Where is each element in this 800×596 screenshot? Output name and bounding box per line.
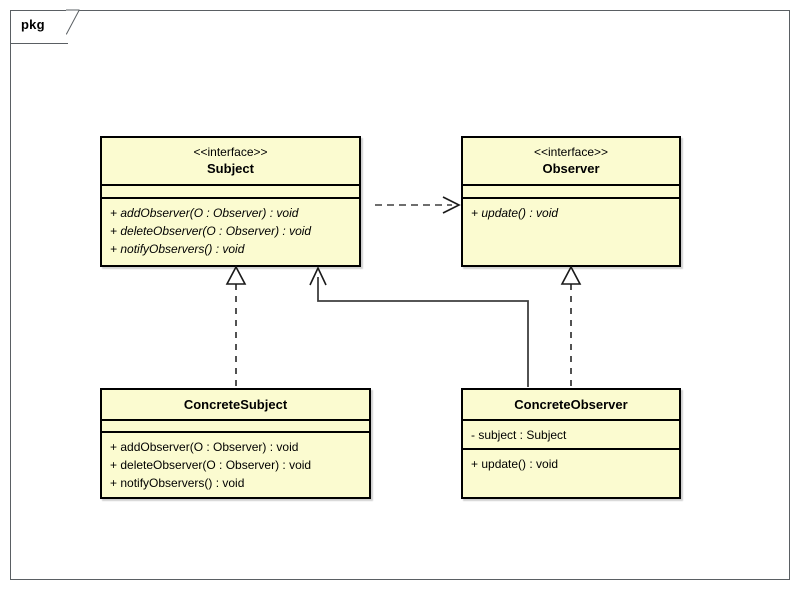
class-box-concrete-subject[interactable]: ConcreteSubject + addObserver(O : Observ… — [100, 388, 371, 499]
class-operation: + update() : void — [471, 206, 559, 220]
class-operation: + addObserver(O : Observer) : void — [110, 206, 299, 220]
class-operations-compartment-observer: + update() : void — [463, 197, 679, 265]
class-operation: + notifyObservers() : void — [110, 242, 245, 256]
class-attributes-compartment-concrete-subject — [102, 419, 369, 431]
class-stereotype-subject: <<interface>> — [193, 145, 268, 159]
class-name-compartment-observer: <<interface>> Observer — [463, 138, 679, 184]
class-operations-compartment-subject: + addObserver(O : Observer) : void + del… — [102, 197, 359, 265]
class-title-subject: Subject — [207, 161, 254, 176]
class-attributes-compartment-observer — [463, 184, 679, 197]
class-title-observer: Observer — [542, 161, 600, 176]
class-operation: + notifyObservers() : void — [110, 476, 245, 490]
class-title-concrete-observer: ConcreteObserver — [514, 397, 628, 412]
class-attributes-compartment-subject — [102, 184, 359, 197]
package-label: pkg — [21, 17, 45, 32]
class-operation: + update() : void — [471, 457, 559, 471]
class-stereotype-observer: <<interface>> — [533, 145, 609, 159]
class-operation: + deleteObserver(O : Observer) : void — [110, 224, 312, 238]
class-name-compartment-concrete-subject: ConcreteSubject — [102, 390, 369, 419]
class-attribute: - subject : Subject — [471, 428, 567, 442]
class-operations-compartment-concrete-subject: + addObserver(O : Observer) : void + del… — [102, 431, 369, 497]
class-box-observer[interactable]: <<interface>> Observer + update() : void — [461, 136, 681, 267]
class-name-compartment-concrete-observer: ConcreteObserver — [463, 390, 679, 419]
class-name-compartment-subject: <<interface>> Subject — [102, 138, 359, 184]
class-operations-compartment-concrete-observer: + update() : void — [463, 448, 679, 497]
class-box-concrete-observer[interactable]: ConcreteObserver - subject : Subject + u… — [461, 388, 681, 499]
class-operation: + addObserver(O : Observer) : void — [110, 440, 299, 454]
package-tab-corner-icon — [66, 9, 80, 35]
class-title-concrete-subject: ConcreteSubject — [183, 397, 288, 412]
class-box-subject[interactable]: <<interface>> Subject + addObserver(O : … — [100, 136, 361, 267]
package-frame — [10, 10, 790, 580]
package-tab — [10, 10, 68, 44]
class-operation: + deleteObserver(O : Observer) : void — [110, 458, 312, 472]
class-attributes-compartment-concrete-observer: - subject : Subject — [463, 419, 679, 448]
